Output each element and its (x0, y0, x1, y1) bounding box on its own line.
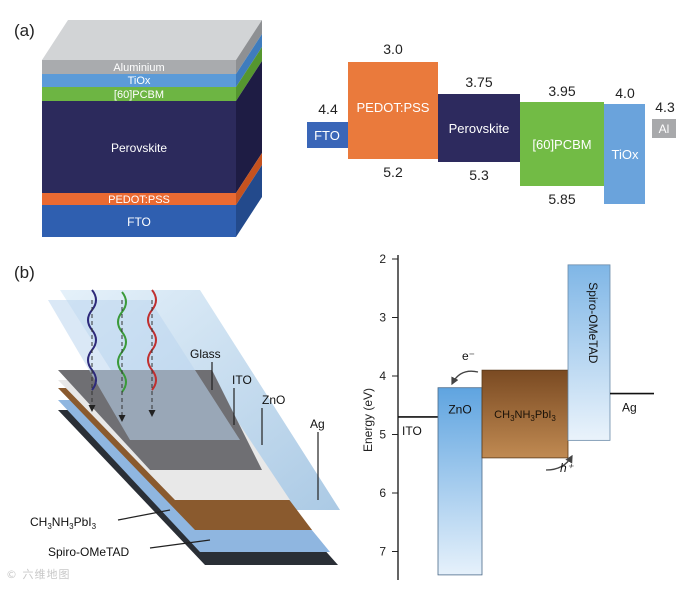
pcbm-bottom-value: 5.85 (548, 191, 575, 207)
perovskite-bottom-value: 5.3 (469, 167, 489, 183)
perovskite-level-label: Perovskite (449, 121, 510, 136)
tiox-level-label: TiOx (612, 147, 639, 162)
pedot-front (42, 193, 236, 205)
perovskite-band-label: CH3NH3PbI3 (494, 409, 556, 423)
al-top-value: 4.3 (655, 99, 675, 115)
perovskite-top-value: 3.75 (465, 74, 492, 90)
y-axis-label: Energy (eV) (361, 388, 375, 452)
y-tick-label: 4 (379, 369, 386, 383)
device-label-ag: Ag (310, 417, 325, 431)
device-label-zno: ZnO (262, 393, 285, 407)
stack-label-aluminium: Aluminium (113, 62, 164, 74)
y-tick-label: 6 (379, 486, 386, 500)
perovskite-callout (117, 509, 171, 521)
panel-a-label: (a) (14, 21, 35, 40)
zno-band-label: ZnO (448, 403, 471, 417)
ito-level-label: ITO (402, 424, 422, 438)
spiro-callout (149, 539, 211, 549)
pcbm-side (236, 47, 262, 101)
panel-b-label: (b) (14, 263, 35, 282)
pedot-level-label: PEDOT:PSS (357, 100, 430, 115)
electron-arrow (451, 370, 479, 386)
layer-stack: Aluminium TiOx [60]PCBM Perovskite PEDOT… (42, 20, 262, 237)
perovskite-side (236, 61, 262, 193)
hole-arrow (545, 454, 573, 471)
light-wave-red (147, 289, 157, 391)
device-illustration: Glass ITO ZnO Ag CH3NH3PbI3 Spiro-OMeTAD (30, 289, 340, 565)
device-label-perovskite: CH3NH3PbI3 (30, 515, 97, 531)
pcbm-front (42, 87, 236, 101)
aluminium-top-face (42, 20, 262, 60)
pedot-top-value: 3.0 (383, 41, 403, 57)
perovskite-band (481, 369, 569, 459)
al-level-box (652, 119, 676, 138)
spiro-band-label: Spiro-OMeTAD (586, 282, 600, 363)
zno-band (437, 387, 483, 576)
pedot-level-box (348, 62, 438, 159)
pcbm-level-label: [60]PCBM (532, 137, 591, 152)
tiox-front (42, 74, 236, 87)
al-level-label: Al (659, 122, 670, 136)
pcbm-top-value: 3.95 (548, 83, 575, 99)
fto-level-box (307, 122, 348, 148)
y-tick-label: 2 (379, 252, 386, 266)
perovskite-level-box (438, 94, 520, 162)
stack-label-pcbm: [60]PCBM (114, 89, 164, 101)
stack-label-fto: FTO (127, 215, 151, 229)
y-tick-label: 7 (379, 545, 386, 559)
tiox-level-box (604, 104, 645, 204)
tiox-side (236, 34, 262, 87)
fto-level-label: FTO (314, 128, 340, 143)
aluminium-side (236, 20, 262, 74)
stack-label-tiox: TiOx (128, 75, 151, 87)
tiox-top-value: 4.0 (615, 85, 635, 101)
light-wave-blue (87, 289, 97, 391)
watermark: © 六维地图 (6, 568, 71, 581)
perovskite-front (42, 101, 236, 193)
energy-chart-b: 2 3 4 5 6 7 Energy (eV) ITO ZnO CH3NH3PbI3 Sp… (361, 252, 654, 580)
fto-front (42, 205, 236, 237)
light-wave-green (117, 291, 127, 393)
stack-label-perovskite: Perovskite (111, 141, 167, 155)
y-ticks: 2 3 4 5 6 7 (379, 252, 398, 559)
device-label-glass: Glass (190, 347, 221, 361)
spiro-band (567, 264, 611, 441)
pedot-bottom-value: 5.2 (383, 164, 403, 180)
ag-level-label: Ag (622, 401, 637, 415)
pedot-side (236, 153, 262, 205)
y-tick-label: 5 (379, 428, 386, 442)
fto-top-value: 4.4 (318, 101, 338, 117)
device-label-spiro: Spiro-OMeTAD (48, 545, 129, 559)
y-tick-label: 3 (379, 311, 386, 325)
stack-label-pedot: PEDOT:PSS (108, 194, 170, 206)
pcbm-level-box (520, 102, 604, 186)
device-label-ito: ITO (232, 373, 252, 387)
electron-label: e⁻ (462, 349, 475, 363)
energy-diagram-a: FTO 4.4 PEDOT:PSS 3.0 5.2 Perovskite 3.7… (307, 41, 676, 207)
aluminium-front (42, 60, 236, 74)
fto-side (236, 165, 262, 237)
hole-label: h⁺ (560, 461, 575, 475)
